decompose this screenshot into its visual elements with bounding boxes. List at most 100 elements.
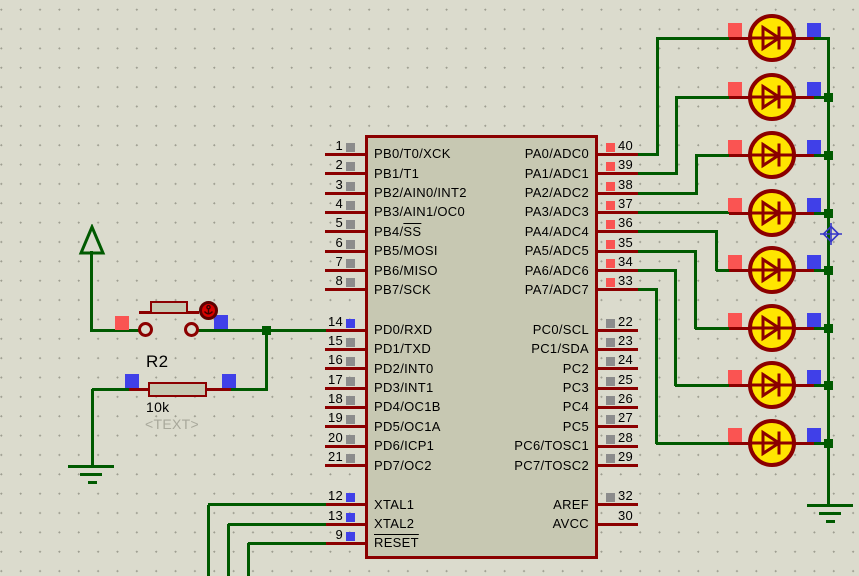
led-indicator[interactable] (744, 127, 800, 183)
pin-label: PD6/ICP1 (374, 438, 435, 454)
pin-state-square (606, 220, 615, 230)
pin-state-square (606, 259, 615, 269)
wire-segment (598, 386, 638, 390)
wire-segment (638, 191, 698, 195)
wire-segment (729, 95, 750, 99)
pin-number: 5 (335, 215, 343, 231)
pin-label: XTAL2 (374, 516, 415, 531)
wire-segment (696, 153, 731, 157)
wire-segment (598, 503, 638, 507)
origin-crosshair-icon (820, 223, 842, 245)
wire-segment (598, 210, 638, 214)
pin-number: 13 (327, 507, 343, 523)
led-indicator[interactable] (744, 357, 800, 413)
wire-segment (676, 95, 731, 99)
wire-segment (794, 153, 816, 157)
wire-segment (208, 503, 326, 507)
wire-segment (206, 504, 210, 576)
wire-segment (638, 249, 697, 253)
led-anode-state-square (728, 313, 742, 327)
wire-segment (729, 383, 750, 387)
led-cathode-state-square (807, 370, 821, 384)
wire-segment (325, 230, 365, 234)
led-anode-state-square (728, 198, 742, 212)
pin-label: PC4 (562, 399, 589, 415)
pin-state-square (346, 162, 355, 172)
wire-segment (814, 441, 830, 445)
led-indicator[interactable] (744, 300, 800, 356)
pin-number: 36 (618, 215, 634, 231)
led-cathode-state-square (807, 428, 821, 442)
pin-label: PD3/INT1 (374, 380, 434, 396)
pin-label: PB7/SCK (374, 281, 432, 297)
pin-label: PC2 (562, 360, 589, 376)
wire-segment (325, 444, 365, 448)
pin-state-square (346, 181, 355, 191)
wire-segment (729, 326, 750, 330)
wire-segment (638, 152, 659, 156)
wire-segment (695, 326, 731, 330)
pin-number: 12 (327, 488, 343, 504)
button-cap[interactable] (150, 301, 188, 314)
pin-label: PB5/MOSI (374, 243, 438, 259)
pin-number: 27 (618, 410, 634, 426)
pin-state-square (346, 239, 355, 249)
wire-segment (248, 541, 326, 545)
led-anode-state-square (728, 140, 742, 154)
pin-state-square (606, 357, 615, 367)
wire-segment (90, 389, 94, 466)
pin-label: PA6/ADC6 (524, 262, 589, 278)
wire-segment (656, 441, 731, 445)
pin-label: PA0/ADC0 (524, 146, 589, 162)
pin-label: PD0/RXD (374, 322, 433, 337)
wire-segment (794, 211, 816, 215)
pin-state-square (346, 220, 355, 230)
wire-segment (729, 211, 750, 215)
pin-state-square (606, 493, 615, 503)
wire-segment (638, 230, 718, 234)
pin-label: PC5 (562, 418, 589, 434)
pin-number: 21 (327, 449, 343, 465)
pin-number: 37 (618, 195, 634, 211)
pin-state-square (346, 415, 355, 425)
wire-segment (638, 210, 731, 214)
wire-segment (729, 153, 750, 157)
mcu-chip-body[interactable] (365, 135, 598, 559)
button-actuator[interactable] (199, 301, 218, 320)
pin-label: PA2/ADC2 (524, 185, 589, 201)
pin-state-square (346, 493, 355, 503)
wire-segment (598, 288, 638, 292)
wire-segment (128, 387, 149, 391)
wire-segment (674, 95, 678, 176)
pin-label: PB2/AIN0/INT2 (374, 185, 467, 201)
led-indicator[interactable] (744, 415, 800, 471)
wire-segment (598, 249, 638, 253)
led-indicator[interactable] (744, 242, 800, 298)
led-indicator[interactable] (744, 185, 800, 241)
led-indicator[interactable] (744, 10, 800, 66)
wire-segment (264, 330, 268, 391)
pin-state-square (346, 512, 355, 522)
pin-label: PC7/TOSC2 (514, 457, 589, 473)
pin-state-square (606, 162, 615, 172)
wire-segment (794, 326, 816, 330)
pin-number: 20 (327, 429, 343, 445)
wire-segment (693, 249, 697, 330)
pin-state-square (346, 454, 355, 464)
pin-state-square (346, 259, 355, 269)
pin-state-square (606, 454, 615, 464)
pin-label: PA1/ADC1 (524, 165, 589, 181)
led-indicator[interactable] (744, 69, 800, 125)
wire-segment (325, 503, 365, 507)
wire-segment (325, 172, 365, 176)
wire-segment (325, 367, 365, 371)
wire-segment (89, 251, 93, 332)
wire-segment (814, 383, 830, 387)
pin-state-square (346, 318, 355, 328)
wire-segment (794, 441, 816, 445)
pin-label: PA7/ADC7 (524, 281, 589, 297)
pin-label: PD7/OC2 (374, 457, 432, 473)
resistor-body[interactable] (148, 382, 207, 397)
pin-state-square (346, 376, 355, 386)
anchor-icon (203, 304, 214, 315)
